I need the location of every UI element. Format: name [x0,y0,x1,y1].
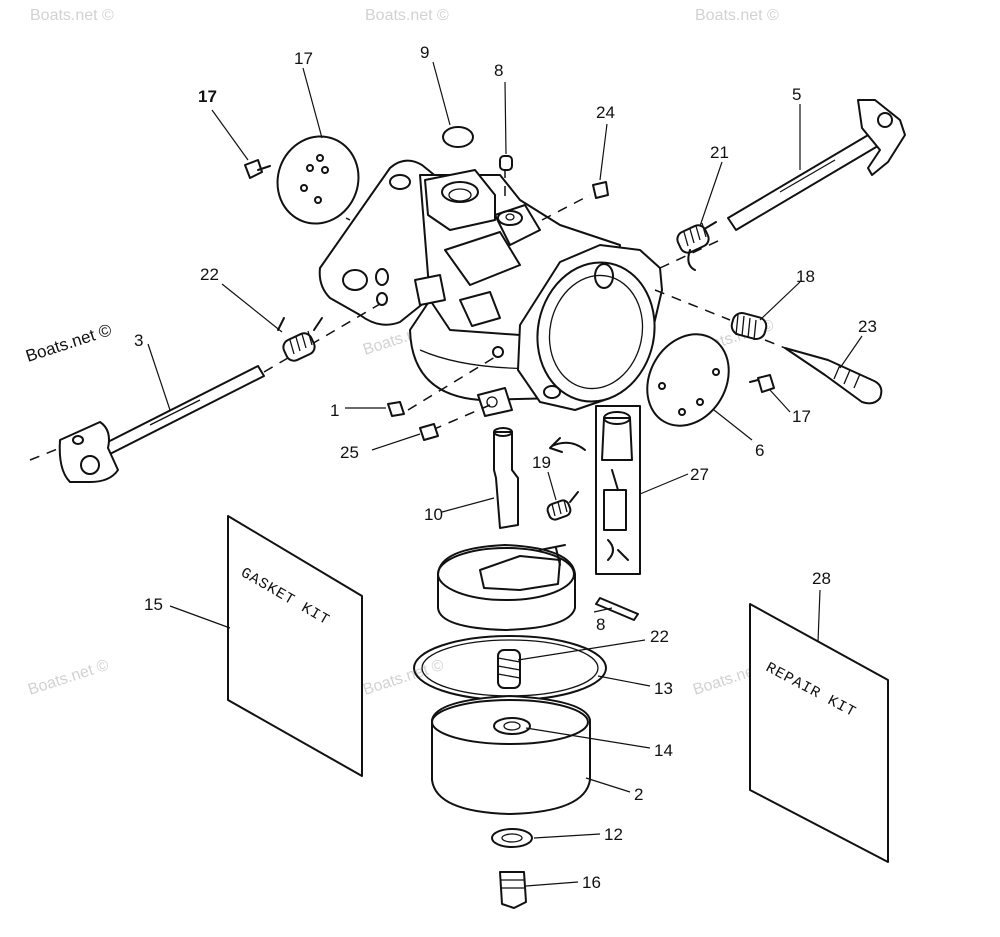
watermark-2: Boats.net © [365,7,449,24]
plug-10 [499,155,513,171]
callout-1: 1 [330,401,339,420]
callout-6: 6 [755,441,764,460]
callout-21: 22 [200,265,219,284]
watermark-7: Boats.net © [361,657,446,699]
main-jet-tube-9 [493,427,519,529]
watermark-dark: Boats.net © [23,320,114,366]
leader-lines [147,61,863,887]
bowl-bolt-16 [499,871,527,909]
callout-17-left: 17 [198,87,217,106]
callout-18: 18 [796,267,815,286]
spring-22 [497,649,521,689]
callout-14: 14 [654,741,673,760]
watermark-3: Boats.net © [695,7,779,24]
gasket-kit-card: GASKET KIT [227,515,363,777]
watermark-1: Boats.net © [30,7,114,24]
pin-8 [595,597,639,621]
repair-kit-card: REPAIR KIT [749,603,889,863]
callout-20: 21 [710,143,729,162]
callout-10: 8 [494,61,503,80]
throttle-shaft-3 [29,365,265,483]
needle-seat-27 [549,405,641,575]
callout-28: 28 [812,569,831,588]
callout-4: 17 [294,49,313,68]
screw-25 [419,423,439,441]
callout-9: 10 [424,505,443,524]
callout-17-right: 17 [792,407,811,426]
carburetor-body [318,159,663,417]
spring-19 [546,491,579,521]
washer-12 [491,828,533,848]
spring-18 [730,311,768,341]
spring-21 [277,317,323,362]
callouts: 17 17 9 8 24 5 21 22 3 18 23 1 25 17 6 1… [134,43,877,892]
choke-shaft-5 [727,99,906,231]
callout-25: 25 [340,443,359,462]
callout-5: 5 [792,85,801,104]
screw-17-right [749,374,775,393]
callout-19: 19 [532,453,551,472]
mixture-needle-23 [784,347,883,405]
callout-24: 24 [596,103,615,122]
screw-24 [592,181,609,199]
callout-16: 16 [582,873,601,892]
choke-plate-4 [276,135,360,225]
callout-2: 2 [634,785,643,804]
watermark-6: Boats.net © [26,657,111,699]
float-bowl-2 [431,695,591,815]
callout-8: 8 [596,615,605,634]
screw-1 [387,401,405,417]
callout-27: 27 [690,465,709,484]
welch-plug-11 [442,126,474,148]
float [437,544,576,631]
callout-13: 13 [654,679,673,698]
callout-3: 3 [134,331,143,350]
callout-11: 9 [420,43,429,62]
callout-15: 15 [144,595,163,614]
screw-17-left [244,159,271,179]
spring-20 [676,221,717,271]
callout-23: 23 [858,317,877,336]
callout-12: 12 [604,825,623,844]
throttle-plate-6 [646,333,730,427]
callout-22: 22 [650,627,669,646]
